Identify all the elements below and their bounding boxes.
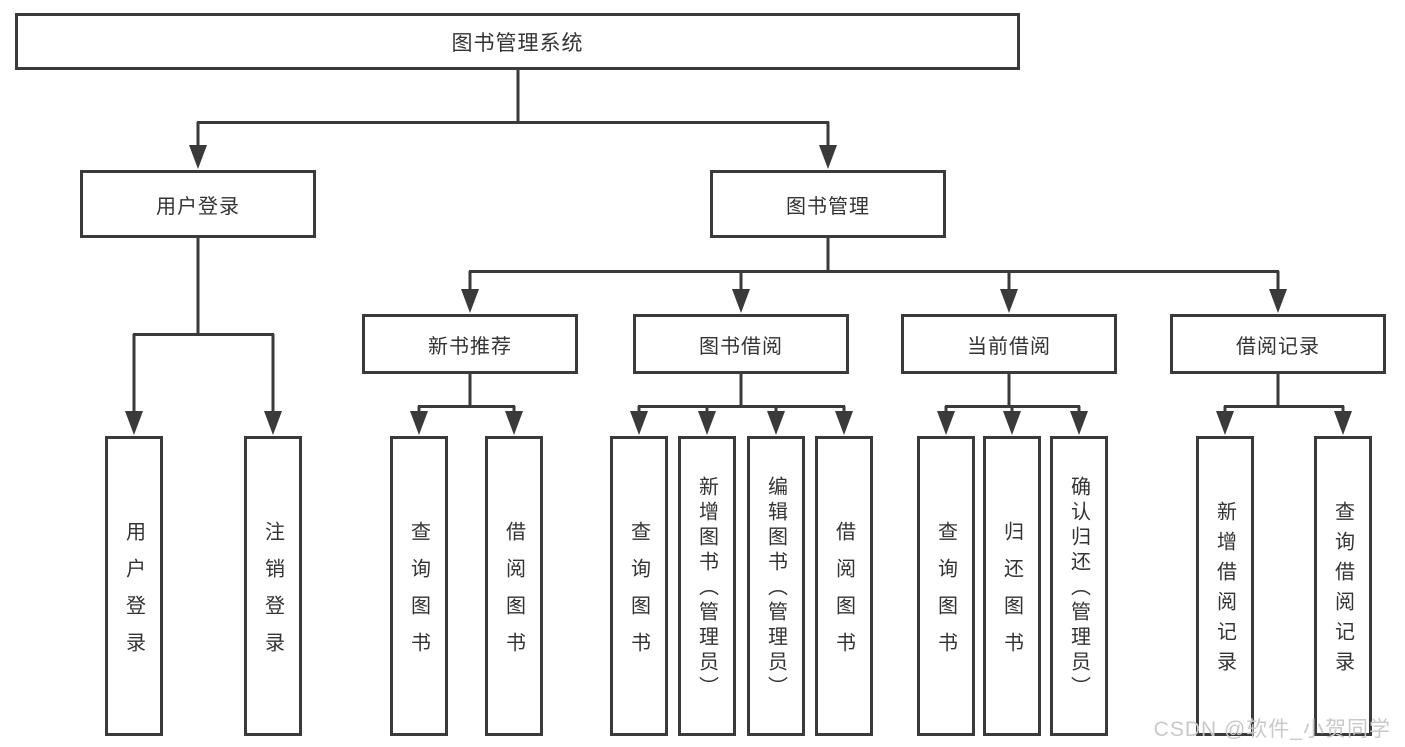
arrowheads <box>125 145 1352 435</box>
leaf-confirm-return-admin: 确认归还（管理员） <box>1050 436 1108 736</box>
leaf-borrow-books-recommend: 借阅图书 <box>485 436 543 736</box>
leaf-logout-label: 注销登录 <box>261 520 284 669</box>
leaf-return-books: 归还图书 <box>983 436 1041 736</box>
leaf-user-login: 用户登录 <box>105 436 163 736</box>
leaf-query-books-current: 查询图书 <box>917 436 975 736</box>
leaf-confirm-return-admin-label: 确认归还（管理员） <box>1067 476 1090 701</box>
leaf-add-book-admin-label: 新增图书（管理员） <box>695 476 718 701</box>
leaf-logout: 注销登录 <box>244 436 302 736</box>
leaf-query-books-recommend-label: 查询图书 <box>407 520 430 669</box>
leaf-add-borrow-record-label: 新增借阅记录 <box>1213 501 1236 681</box>
leaf-borrow-books-recommend-label: 借阅图书 <box>502 520 525 669</box>
leaf-borrow-books: 借阅图书 <box>815 436 873 736</box>
leaf-query-borrow-record: 查询借阅记录 <box>1314 436 1372 736</box>
leaf-user-login-label: 用户登录 <box>122 520 145 669</box>
leaf-query-borrow-record-label: 查询借阅记录 <box>1331 501 1354 681</box>
leaf-edit-book-admin-label: 编辑图书（管理员） <box>764 476 787 701</box>
leaf-query-books-recommend: 查询图书 <box>390 436 448 736</box>
leaf-query-books-borrow: 查询图书 <box>610 436 668 736</box>
leaf-borrow-books-label: 借阅图书 <box>832 520 855 669</box>
leaf-add-book-admin: 新增图书（管理员） <box>678 436 736 736</box>
node-new-book-recommend: 新书推荐 <box>362 314 578 374</box>
leaf-edit-book-admin: 编辑图书（管理员） <box>747 436 805 736</box>
node-borrow-records: 借阅记录 <box>1170 314 1386 374</box>
leaf-add-borrow-record: 新增借阅记录 <box>1196 436 1254 736</box>
node-user-login: 用户登录 <box>80 170 316 238</box>
node-library-system: 图书管理系统 <box>15 13 1020 70</box>
leaf-query-books-current-label: 查询图书 <box>934 520 957 669</box>
node-current-borrow: 当前借阅 <box>901 314 1117 374</box>
node-book-borrow: 图书借阅 <box>633 314 849 374</box>
watermark: CSDN @软件_小贺同学 <box>1153 718 1391 741</box>
leaf-query-books-borrow-label: 查询图书 <box>627 520 650 669</box>
leaf-return-books-label: 归还图书 <box>1000 520 1023 669</box>
node-book-management: 图书管理 <box>710 170 946 238</box>
